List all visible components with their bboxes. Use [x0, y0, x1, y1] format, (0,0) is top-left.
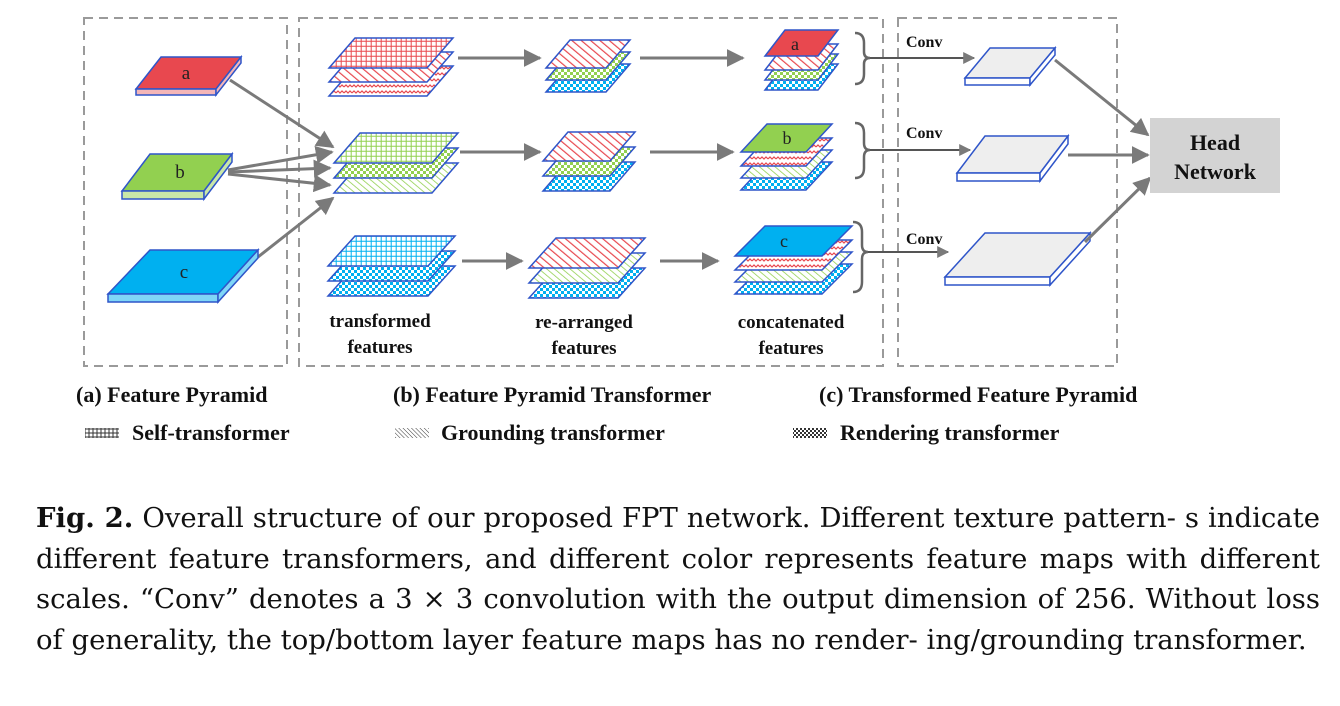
head-arrows	[1054, 58, 1152, 244]
concat-label-c: c	[780, 231, 788, 251]
legend-rendering-swatch	[793, 428, 827, 438]
legend-rendering-label: Rendering transformer	[840, 420, 1060, 445]
panel-title-a: (a) Feature Pyramid	[76, 382, 267, 407]
head-network-line1: Head	[1190, 130, 1240, 155]
conv-label-1: Conv	[906, 34, 942, 51]
legend-grounding-label: Grounding transformer	[441, 420, 665, 445]
head-network-line2: Network	[1174, 159, 1257, 184]
legend-self-label: Self-transformer	[132, 420, 290, 445]
conv-label-2: Conv	[906, 125, 942, 142]
feature-map-c: c	[106, 248, 260, 304]
conv-arrows	[868, 52, 976, 258]
head-network-box	[1150, 118, 1280, 193]
concat-stack-top: a	[763, 29, 840, 91]
legend-self-swatch	[85, 428, 119, 438]
legend-grounding-swatch	[395, 428, 429, 438]
fpt-diagram: a b c	[76, 17, 1280, 445]
feature-label-c: c	[180, 262, 188, 283]
feature-map-b: b	[120, 151, 234, 202]
caption-text: Overall structure of our proposed FPT ne…	[36, 502, 1321, 656]
concat-stack-bottom: c	[733, 225, 854, 295]
label-rearranged-2: features	[551, 338, 616, 359]
stage-arrows	[458, 49, 745, 270]
rearranged-stack-mid	[541, 131, 637, 192]
figure-caption: Fig. 2. Overall structure of our propose…	[36, 498, 1320, 660]
rearranged-stack-top	[544, 39, 632, 93]
rearranged-stack-bottom	[527, 237, 647, 299]
label-transformed-2: features	[347, 337, 412, 358]
transformed-stack-mid	[332, 132, 460, 194]
transformed-stack-top	[327, 37, 455, 97]
output-map-3	[943, 231, 1092, 287]
panel-title-c: (c) Transformed Feature Pyramid	[819, 382, 1137, 407]
panel-title-b: (b) Feature Pyramid Transformer	[393, 382, 712, 407]
feature-map-a: a	[134, 54, 243, 98]
concat-label-a: a	[791, 34, 799, 54]
label-concatenated-2: features	[758, 338, 823, 359]
panel-c-frame	[897, 17, 1118, 367]
label-concatenated-1: concatenated	[738, 312, 845, 333]
concat-stack-mid: b	[739, 123, 834, 191]
panel-b-frame	[298, 17, 884, 367]
braces	[852, 31, 871, 294]
input-arrows	[227, 78, 335, 259]
output-map-2	[955, 133, 1070, 184]
label-transformed-1: transformed	[329, 311, 431, 332]
output-map-1	[963, 45, 1057, 88]
label-rearranged-1: re-arranged	[535, 312, 633, 333]
caption-label: Fig. 2.	[36, 502, 134, 534]
conv-label-3: Conv	[906, 231, 942, 248]
panel-a-frame	[83, 17, 288, 367]
feature-label-a: a	[182, 63, 191, 84]
concat-label-b: b	[783, 128, 792, 148]
transformed-stack-bottom	[326, 235, 457, 297]
feature-label-b: b	[175, 162, 185, 183]
